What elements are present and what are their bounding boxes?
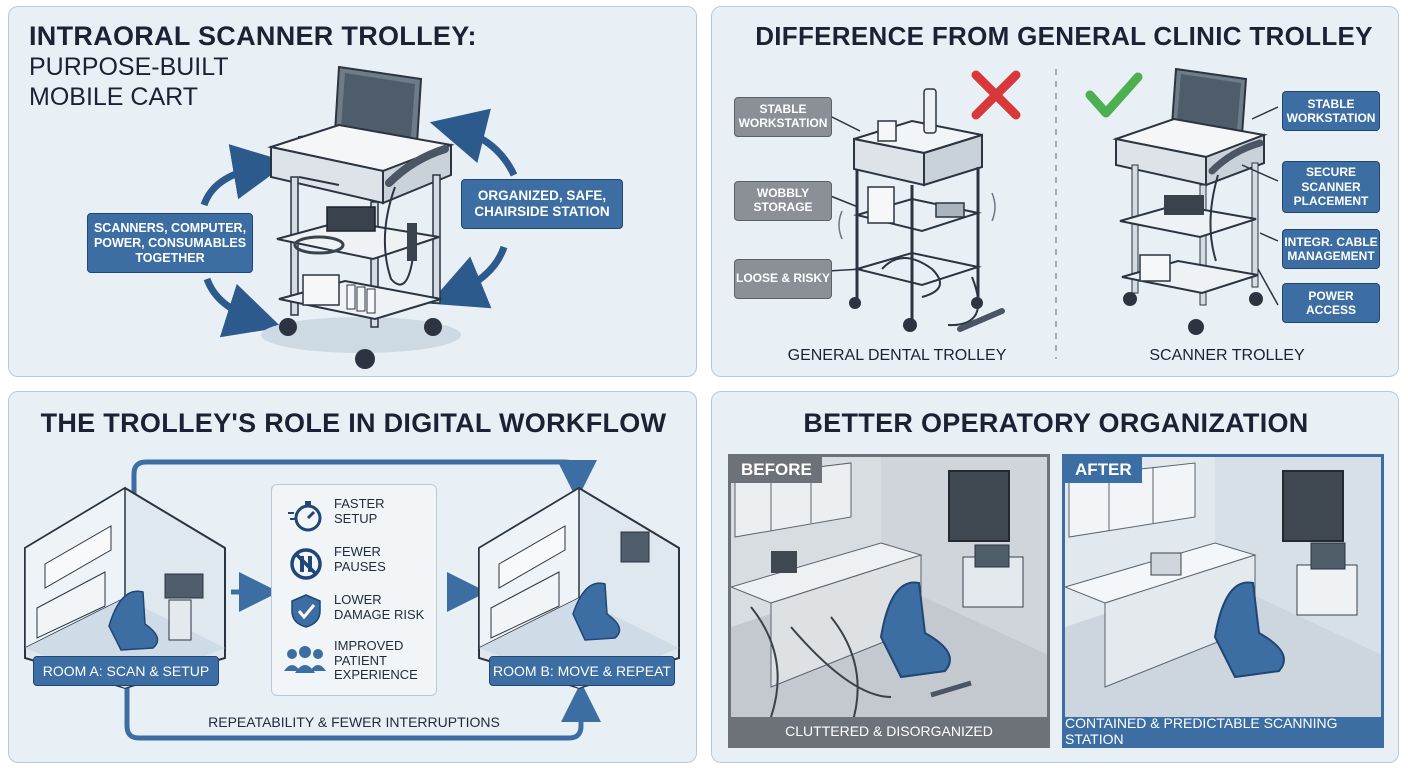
pill-organized-safe-station: ORGANIZED, SAFE, CHAIRSIDE STATION	[461, 179, 623, 229]
no-pause-icon	[290, 548, 322, 580]
after-frame: AFTER CONTAINED & PREDICTABLE SCANNING S…	[1062, 454, 1384, 748]
check-icon	[1085, 72, 1143, 118]
benefit-lower-damage-risk-text: LOWER DAMAGE RISK	[334, 592, 425, 622]
caption-scanner-trolley: SCANNER TROLLEY	[1149, 347, 1305, 364]
cycle-arrows	[200, 108, 518, 338]
panel3-title: THE TROLLEY'S ROLE IN DIGITAL WORKFLOW	[40, 408, 667, 438]
benefit-lower-damage-risk: LOWER DAMAGE RISK	[272, 591, 440, 635]
before-tag: BEFORE	[731, 457, 822, 483]
before-room-illustration	[731, 457, 1047, 745]
room-a-label: ROOM A: SCAN & SETUP	[33, 656, 219, 686]
benefits-box: FASTER SETUP FEWER PAUSES LOWER	[271, 484, 437, 696]
workflow-loop-arrows	[124, 459, 601, 741]
caption-general-trolley: GENERAL DENTAL TROLLEY	[787, 347, 1007, 364]
panel4-title: BETTER OPERATORY ORGANIZATION	[803, 408, 1309, 438]
before-frame: BEFORE CLUTTERED & DISORGANIZED	[728, 454, 1050, 748]
benefit-fewer-pauses-text: FEWER PAUSES	[334, 544, 386, 574]
panel-workflow: THE TROLLEY'S ROLE IN DIGITAL WORKFLOW R…	[8, 391, 697, 763]
label-wobbly-storage: WOBBLY STORAGE	[734, 181, 832, 221]
after-room-illustration	[1065, 457, 1381, 745]
cross-icon	[971, 70, 1021, 120]
benefit-fewer-pauses: FEWER PAUSES	[272, 543, 440, 587]
label-stable-workstation-scanner: STABLE WORKSTATION	[1282, 91, 1380, 131]
stopwatch-icon	[288, 501, 322, 532]
label-secure-scanner-placement: SECURE SCANNER PLACEMENT	[1282, 161, 1380, 213]
panel-scanner-trolley: INTRAORAL SCANNER TROLLEY: PURPOSE-BUILT…	[8, 6, 697, 377]
panel2-title: DIFFERENCE FROM GENERAL CLINIC TROLLEY	[755, 21, 1373, 51]
benefit-faster-setup-text: FASTER SETUP	[334, 496, 385, 526]
pill-scanners-computer-power: SCANNERS, COMPUTER, POWER, CONSUMABLES T…	[87, 213, 253, 273]
people-icon	[284, 646, 326, 673]
shield-check-icon	[291, 594, 321, 628]
panel1-subtitle-line2: MOBILE CART	[29, 83, 199, 111]
panel1-title: INTRAORAL SCANNER TROLLEY:	[29, 21, 477, 51]
after-caption: CONTAINED & PREDICTABLE SCANNING STATION	[1065, 715, 1381, 745]
label-cable-management: INTEGR. CABLE MANAGEMENT	[1282, 229, 1380, 269]
room-b-label: ROOM B: MOVE & REPEAT	[489, 656, 675, 686]
scanner-trolley-illustration	[261, 65, 461, 369]
panel2-divider	[1055, 69, 1057, 359]
label-power-access: POWER ACCESS	[1282, 283, 1380, 323]
scanner-trolley-small-illustration	[1112, 67, 1279, 335]
label-stable-workstation-general: STABLE WORKSTATION	[734, 97, 832, 137]
panel-difference: DIFFERENCE FROM GENERAL CLINIC TROLLEY	[711, 6, 1399, 377]
benefit-patient-experience-text: IMPROVED PATIENT EXPERIENCE	[334, 638, 418, 683]
panel-operatory: BETTER OPERATORY ORGANIZATION BEFORE CLU…	[711, 391, 1399, 763]
benefit-faster-setup: FASTER SETUP	[272, 495, 440, 539]
before-caption: CLUTTERED & DISORGANIZED	[731, 717, 1047, 745]
room-a-illustration	[24, 486, 226, 690]
benefit-patient-experience: IMPROVED PATIENT EXPERIENCE	[272, 637, 440, 693]
label-loose-risky: LOOSE & RISKY	[734, 259, 832, 299]
workflow-bottom-note: REPEATABILITY & FEWER INTERRUPTIONS	[208, 714, 500, 730]
general-trolley-illustration	[827, 88, 1005, 332]
after-tag: AFTER	[1065, 457, 1142, 483]
panel1-subtitle-line1: PURPOSE-BUILT	[29, 53, 229, 81]
